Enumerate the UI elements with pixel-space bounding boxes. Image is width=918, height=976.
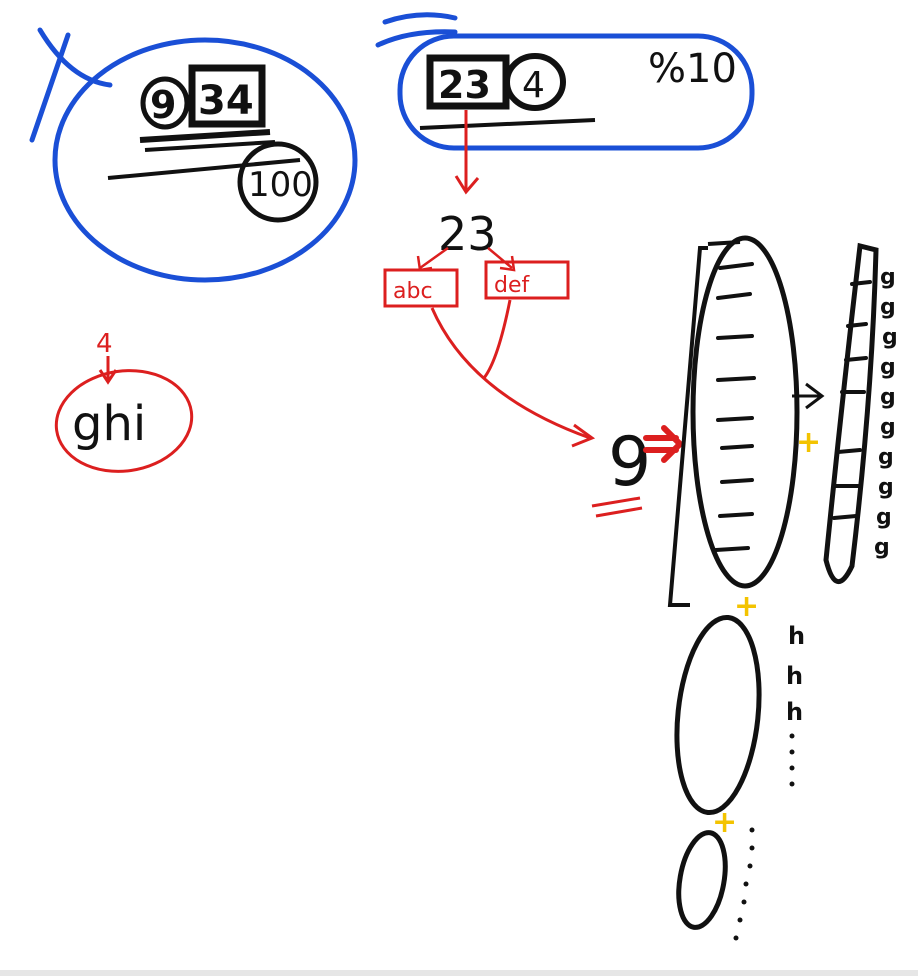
main-list: + [667,235,825,607]
plus-sign-b: + [734,589,759,624]
plus-sign-a: + [796,425,821,460]
h-letters: h h h [786,622,805,726]
abc-box [383,268,459,308]
h-letter: h [786,662,803,690]
g-slot [844,356,868,362]
g-letter: g [878,445,894,470]
dot [749,845,755,851]
h-letter: h [788,622,805,650]
g-letter: g [874,535,890,560]
red-tree: 23 abc def 9 [383,110,685,518]
g-letter: g [880,385,896,410]
list-ellipse-medium [674,614,762,816]
thick-arrow-to-list [643,425,685,463]
target-underline [591,496,643,518]
underline-1 [139,129,271,143]
blue-slash-mark [37,27,113,88]
g-letters: g g g g g g g g g g [874,265,898,560]
tree-target: 9 [608,423,651,502]
top-circled-digit: 4 [522,65,545,106]
list-slot [716,416,754,422]
blue-circle-left [52,37,358,283]
g-letter: g [880,265,896,290]
g-slot [832,514,858,520]
blue-scribble-top [375,12,458,48]
dot [789,765,795,771]
dot [741,899,747,905]
g-list-ellipse [823,242,879,584]
h-letter: h [786,698,803,726]
list-slot [716,334,754,340]
tree-root: 23 [438,207,497,261]
ghi-text: ghi [72,396,146,452]
blue-tick-mark [29,32,71,143]
top-underline [419,118,596,130]
denominator-text: 100 [248,165,313,205]
arrow-to-small-list [792,382,825,410]
lower-list: + h h h + [674,589,805,941]
ghi-ring [54,369,194,473]
abc-label: abc [393,279,433,304]
def-box [484,260,570,300]
circled-digit-ring [140,76,190,130]
arrow-to-root [454,110,480,195]
merge-curve-right [482,299,512,379]
list-slot [716,292,752,300]
list-slot [718,262,754,270]
boxed-digits: 34 [198,78,254,124]
ghi-key: 4 [96,329,113,359]
blue-pill [397,33,755,151]
canvas-bottom-edge [0,970,918,976]
g-letter: g [876,505,892,530]
list-slot [720,478,754,484]
g-slot [846,322,868,328]
left-note: 9 34 100 [29,27,358,283]
dot [789,733,795,739]
dot [733,935,739,941]
list-slot [714,546,750,552]
underline-2 [144,140,276,152]
list-slot [718,512,754,518]
g-letter: g [882,325,898,350]
g-slot [836,448,862,454]
dot [747,863,753,869]
list-slot [720,444,754,450]
g-slot [850,280,872,286]
list-ellipse-large [690,235,800,589]
def-label: def [494,273,531,298]
arrow-head-to-target [571,423,596,448]
g-letter: g [878,475,894,500]
g-letter: g [880,415,896,440]
ghi-note: 4 ghi [54,329,194,473]
list-ellipse-small [676,830,728,930]
dot [743,881,749,887]
dot [789,749,795,755]
g-list: g g g g g g g g g g [823,242,898,584]
g-slots [832,280,872,520]
top-note: 23 4 %10 [375,12,755,151]
list-slots [714,262,756,552]
dot [749,827,755,833]
g-letter: g [880,295,896,320]
circled-digit: 9 [150,83,176,127]
dots-column-a [789,733,795,787]
boxed-digits-frame [188,64,266,128]
arrow-to-ghi [98,356,118,385]
list-bracket [667,246,708,607]
g-letter: g [880,355,896,380]
list-slot [716,376,756,382]
modulo-text: %10 [648,46,737,92]
dots-column-b [733,827,755,941]
denominator-ring [237,141,319,223]
top-boxed-digits: 23 [438,63,491,107]
dot [737,917,743,923]
top-circled-ring [504,53,566,111]
merge-curve-left [430,307,591,440]
dot [789,781,795,787]
fraction-line [107,158,301,180]
